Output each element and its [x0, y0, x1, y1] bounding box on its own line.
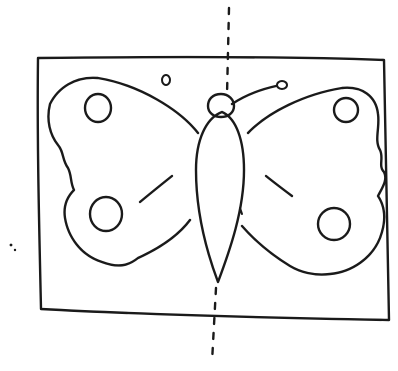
symmetry-axis-top: [227, 8, 229, 95]
right-upper-wing-spot: [334, 98, 358, 122]
left-wing-outline: [48, 78, 198, 266]
stray-mark: [10, 244, 13, 247]
left-wing-vein: [140, 176, 172, 202]
small-circle-mark: [162, 75, 170, 85]
right-lower-wing-spot: [318, 208, 350, 240]
right-wing-outline: [242, 88, 385, 275]
antenna: [232, 86, 276, 104]
left-upper-wing-spot: [85, 94, 111, 122]
symmetry-axis-bottom: [212, 288, 216, 362]
antenna-tip: [277, 81, 287, 89]
left-lower-wing-spot: [90, 197, 122, 231]
butterfly-body: [196, 112, 244, 282]
stray-mark-2: [14, 249, 16, 251]
right-wing-vein: [266, 176, 292, 196]
